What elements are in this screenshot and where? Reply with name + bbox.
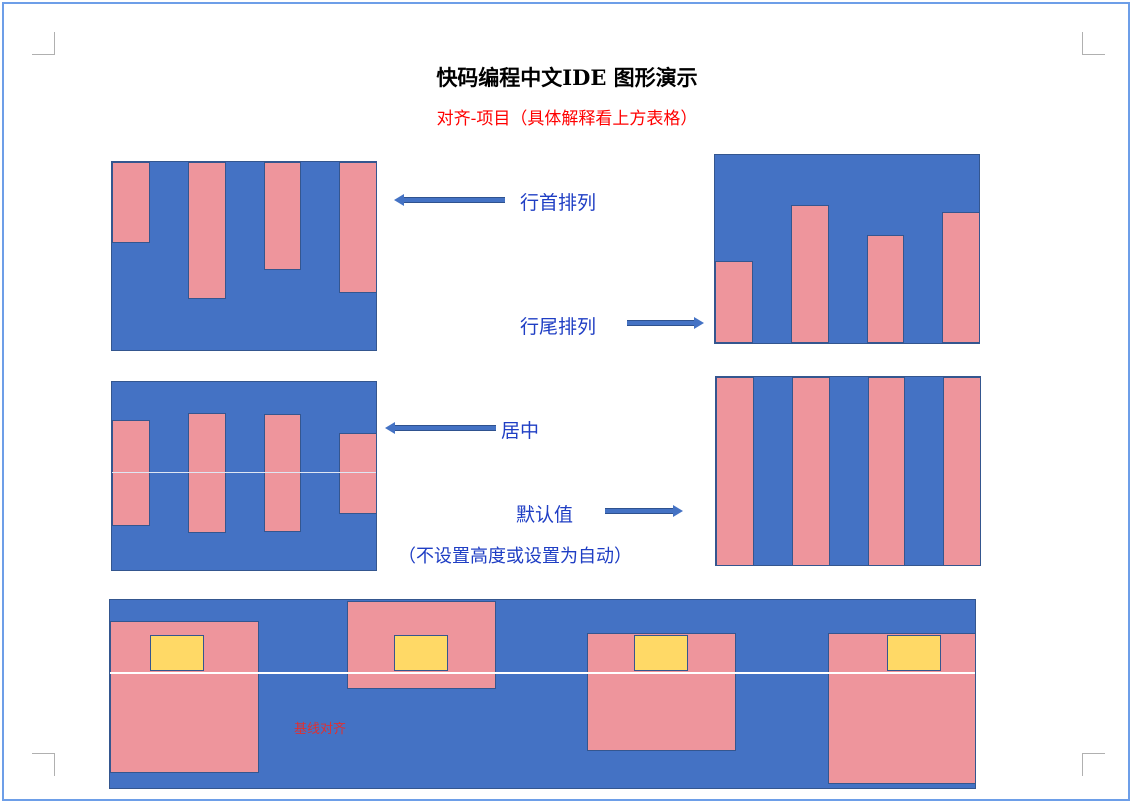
stretch-panel [715,376,981,566]
flex-end-item-1 [715,261,753,343]
page-subtitle: 对齐-项目（具体解释看上方表格） [436,109,698,129]
center-item-4 [339,433,376,514]
center-item-3 [264,414,301,532]
flex-start-panel [111,161,377,351]
stretch-label: 默认值 [516,504,574,526]
flex-end-item-2 [791,205,829,343]
center-panel [111,381,377,571]
arrow-right-icon [694,317,704,329]
corner-mark-bottom-left [32,753,55,776]
baseline-line [110,672,975,674]
baseline-inner-1 [150,635,204,671]
stretch-item-3 [868,377,905,565]
baseline-inner-2 [394,635,448,671]
flex-start-arrow [394,194,505,206]
stretch-arrow [605,505,683,517]
stretch-item-1 [716,377,754,565]
flex-start-label: 行首排列 [520,192,597,214]
flex-end-arrow [627,317,704,329]
flex-end-panel [714,154,980,344]
flex-end-item-4 [942,212,979,343]
baseline-label: 基线对齐 [294,722,347,737]
baseline-inner-4 [887,635,941,671]
flex-end-item-3 [867,235,904,343]
center-label: 居中 [501,420,540,442]
flex-start-item-1 [112,162,150,243]
stretch-item-2 [792,377,830,565]
center-arrow [385,422,496,434]
corner-mark-top-right [1082,32,1105,55]
center-item-2 [188,413,226,533]
arrow-left-icon [394,194,404,206]
center-item-1 [112,420,150,526]
stretch-item-4 [943,377,980,565]
flex-start-item-3 [264,162,301,270]
flex-start-item-4 [339,162,376,293]
center-line [112,472,376,473]
baseline-panel: 基线对齐 [109,599,976,789]
stretch-note: （不设置高度或设置为自动） [398,546,632,567]
flex-start-item-2 [188,162,226,299]
flex-end-label: 行尾排列 [520,316,597,338]
page-title: 快码编程中文IDE 图形演示 [436,65,698,90]
corner-mark-bottom-right [1082,753,1105,776]
baseline-inner-3 [634,635,688,671]
corner-mark-top-left [32,32,55,55]
